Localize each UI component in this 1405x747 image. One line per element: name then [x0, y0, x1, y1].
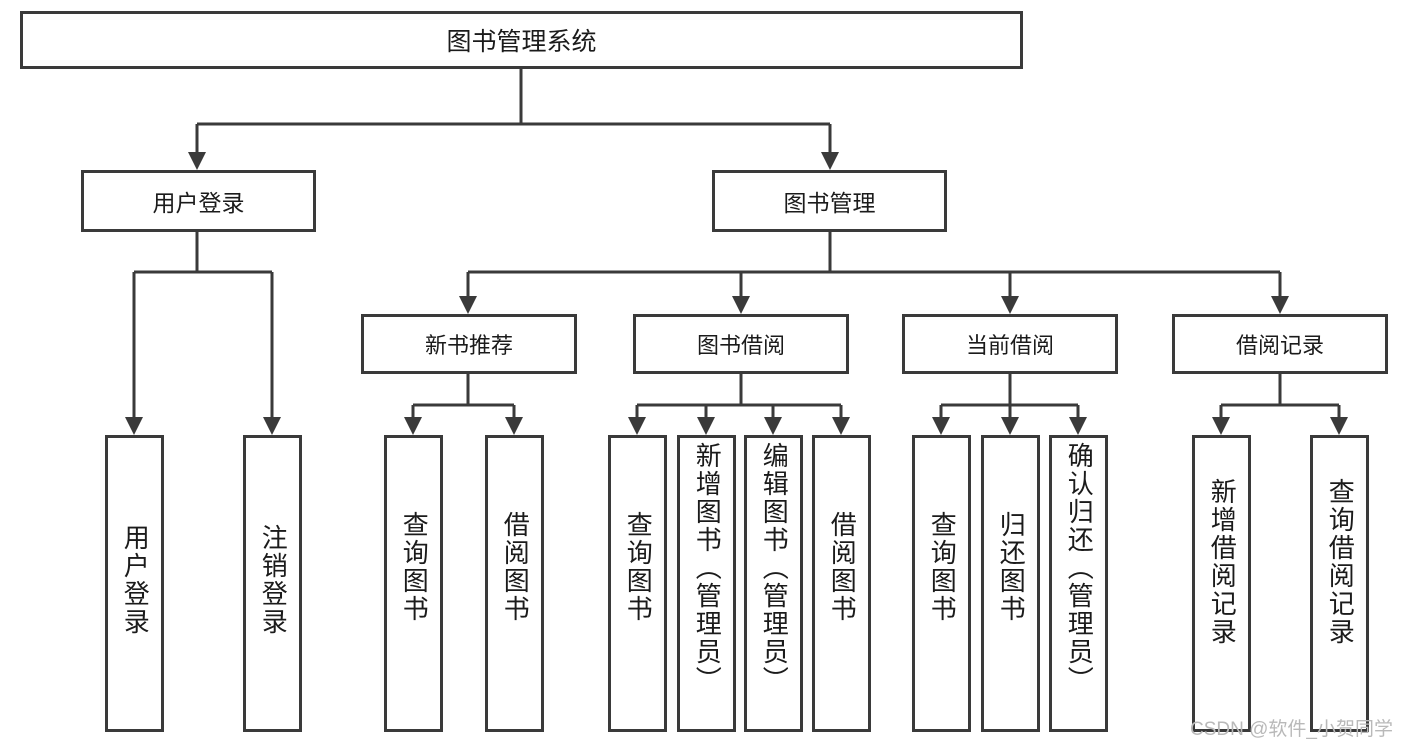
node-label: 借阅记录 — [1235, 333, 1324, 358]
node-label: 编辑图书（管理员） — [759, 442, 790, 694]
watermark-text: CSDN @软件_小贺同学 — [1190, 719, 1393, 740]
leaf-borrow-book-borrow[interactable]: 借阅图书 — [812, 435, 871, 732]
leaf-edit-book-admin[interactable]: 编辑图书（管理员） — [744, 435, 803, 732]
node-borrow-record[interactable]: 借阅记录 — [1172, 314, 1388, 374]
node-label: 用户登录 — [120, 524, 151, 636]
leaf-query-borrow-record[interactable]: 查询借阅记录 — [1310, 435, 1369, 732]
node-root-system[interactable]: 图书管理系统 — [20, 11, 1023, 69]
node-label: 新增图书（管理员） — [692, 442, 723, 694]
node-current-borrow[interactable]: 当前借阅 — [902, 314, 1118, 374]
leaf-query-book-borrow[interactable]: 查询图书 — [608, 435, 667, 732]
node-label: 图书管理系统 — [446, 28, 597, 56]
leaf-confirm-return-admin[interactable]: 确认归还（管理员） — [1049, 435, 1108, 732]
node-label: 当前借阅 — [965, 333, 1054, 358]
node-label: 查询图书 — [927, 511, 958, 623]
node-label: 确认归还（管理员） — [1064, 442, 1095, 694]
node-new-book-recommend[interactable]: 新书推荐 — [361, 314, 577, 374]
leaf-query-book-new[interactable]: 查询图书 — [384, 435, 443, 732]
node-book-management[interactable]: 图书管理 — [712, 170, 947, 232]
node-label: 归还图书 — [996, 511, 1027, 623]
node-label: 借阅图书 — [500, 511, 531, 623]
node-book-borrow[interactable]: 图书借阅 — [633, 314, 849, 374]
leaf-add-borrow-record[interactable]: 新增借阅记录 — [1192, 435, 1251, 732]
leaf-return-book[interactable]: 归还图书 — [981, 435, 1040, 732]
node-label: 查询图书 — [623, 511, 654, 623]
node-label: 查询图书 — [399, 511, 430, 623]
node-label: 新增借阅记录 — [1207, 478, 1238, 646]
leaf-add-book-admin[interactable]: 新增图书（管理员） — [677, 435, 736, 732]
node-label: 图书管理 — [783, 190, 876, 216]
node-user-login[interactable]: 用户登录 — [81, 170, 316, 232]
node-label: 借阅图书 — [827, 511, 858, 623]
node-label: 新书推荐 — [424, 333, 513, 358]
node-label: 用户登录 — [152, 190, 245, 216]
node-label: 注销登录 — [258, 524, 289, 636]
leaf-borrow-book-new[interactable]: 借阅图书 — [485, 435, 544, 732]
node-label: 查询借阅记录 — [1325, 478, 1356, 646]
leaf-logout-login[interactable]: 注销登录 — [243, 435, 302, 732]
node-label: 图书借阅 — [696, 333, 785, 358]
leaf-query-book-current[interactable]: 查询图书 — [912, 435, 971, 732]
leaf-user-login[interactable]: 用户登录 — [105, 435, 164, 732]
